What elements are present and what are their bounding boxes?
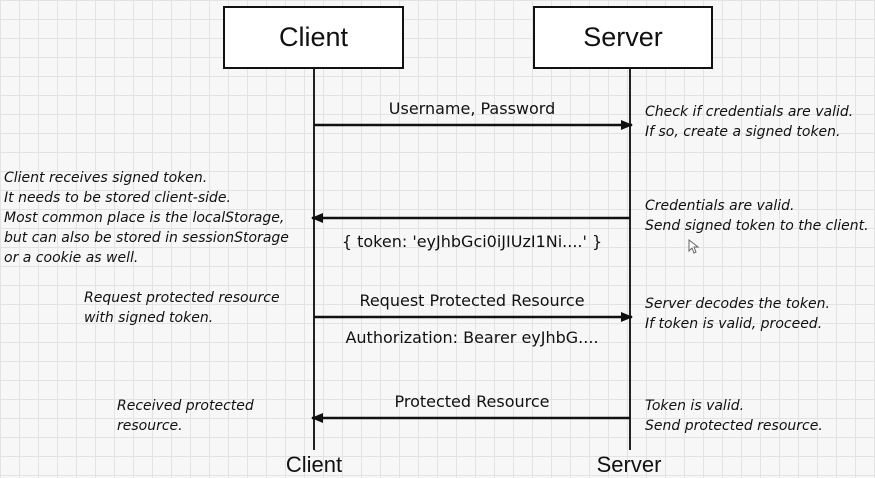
note-server-decode: Server decodes the token. If token is va… — [645, 294, 830, 334]
message-request-resource-label: Request Protected Resource — [359, 291, 585, 310]
note-line: Send protected resource. — [645, 418, 823, 434]
note-line: Server decodes the token. — [645, 296, 830, 312]
note-line: It needs to be stored client-side. — [4, 190, 231, 206]
note-line: Client receives signed token. — [4, 170, 208, 186]
note-line: but can also be stored in sessionStorage — [4, 230, 289, 246]
message-authorization-header-label: Authorization: Bearer eyJhbG.... — [345, 328, 599, 347]
note-line: Send signed token to the client. — [645, 218, 869, 234]
message-protected-resource-label: Protected Resource — [394, 392, 550, 411]
note-line: Token is valid. — [645, 398, 745, 414]
mouse-pointer-icon — [688, 239, 700, 254]
note-line: If so, create a signed token. — [645, 124, 841, 140]
note-line: with signed token. — [84, 310, 214, 326]
client-actor-label: Client — [278, 22, 349, 52]
server-actor-box: Server — [533, 6, 713, 69]
note-line: or a cookie as well. — [4, 250, 139, 266]
note-line: Credentials are valid. — [645, 198, 795, 214]
note-server-check: Check if credentials are valid. If so, c… — [645, 102, 853, 142]
server-actor-label: Server — [583, 22, 663, 52]
note-client-request: Request protected resource with signed t… — [84, 288, 280, 328]
message-credentials-label: Username, Password — [388, 99, 556, 118]
note-line: Request protected resource — [84, 290, 280, 306]
note-server-send: Token is valid. Send protected resource. — [645, 396, 823, 436]
note-client-store: Client receives signed token. It needs t… — [4, 168, 289, 268]
client-actor-box: Client — [223, 6, 404, 69]
note-line: Received protected — [117, 398, 254, 414]
note-client-received: Received protected resource. — [117, 396, 254, 436]
server-actor-bottom-label: Server — [596, 452, 662, 477]
note-line: resource. — [117, 418, 183, 434]
message-token-response-label: { token: 'eyJhbGci0iJIUzI1Ni....' } — [341, 232, 603, 251]
note-line: If token is valid, proceed. — [645, 316, 823, 332]
server-lifeline — [629, 69, 631, 450]
note-server-valid: Credentials are valid. Send signed token… — [645, 196, 869, 236]
client-lifeline — [313, 69, 315, 450]
note-line: Most common place is the localStorage, — [4, 210, 285, 226]
client-actor-bottom-label: Client — [285, 452, 343, 477]
note-line: Check if credentials are valid. — [645, 104, 854, 120]
